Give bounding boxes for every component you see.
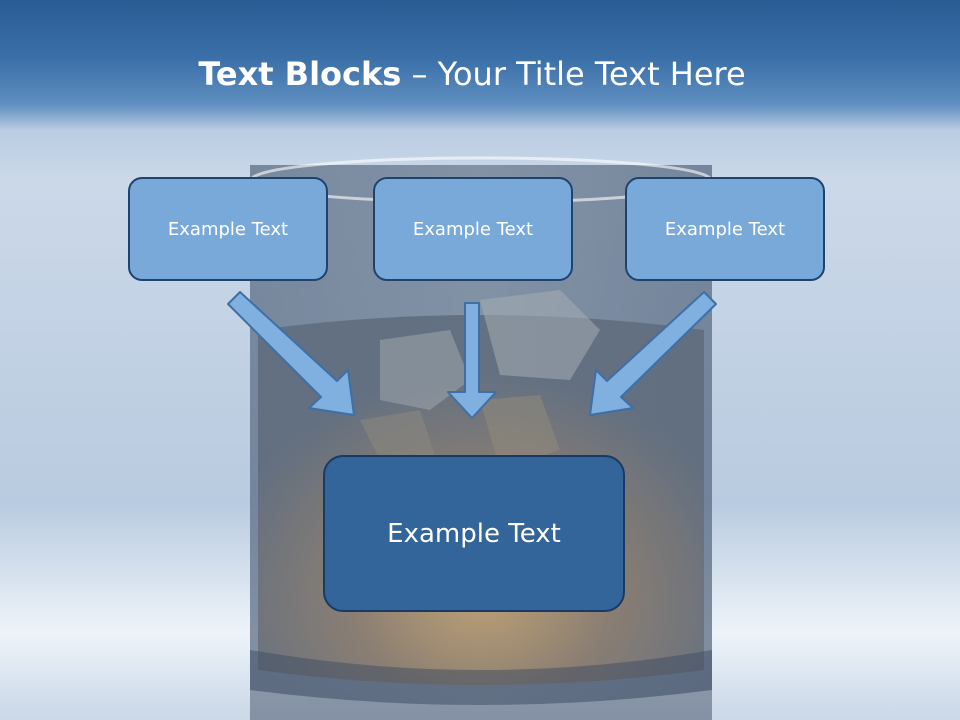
arrow-right-icon	[589, 291, 717, 416]
slide-title: Text Blocks – Your Title Text Here	[0, 52, 944, 96]
text-block-1: Example Text	[128, 177, 328, 281]
text-block-2-label: Example Text	[412, 218, 534, 240]
text-block-2: Example Text	[373, 177, 573, 281]
title-rest-part: Your Title Text Here	[437, 55, 746, 93]
arrow-left-icon	[227, 291, 355, 416]
main-text-block-label: Example Text	[387, 518, 561, 549]
text-block-3-label: Example Text	[664, 218, 786, 240]
title-bold-part: Text Blocks	[198, 55, 402, 93]
header-band	[0, 0, 960, 130]
text-block-1-label: Example Text	[167, 218, 289, 240]
arrow-center-icon	[447, 302, 497, 419]
text-block-3: Example Text	[625, 177, 825, 281]
main-text-block: Example Text	[323, 455, 625, 612]
title-separator: –	[401, 55, 438, 93]
